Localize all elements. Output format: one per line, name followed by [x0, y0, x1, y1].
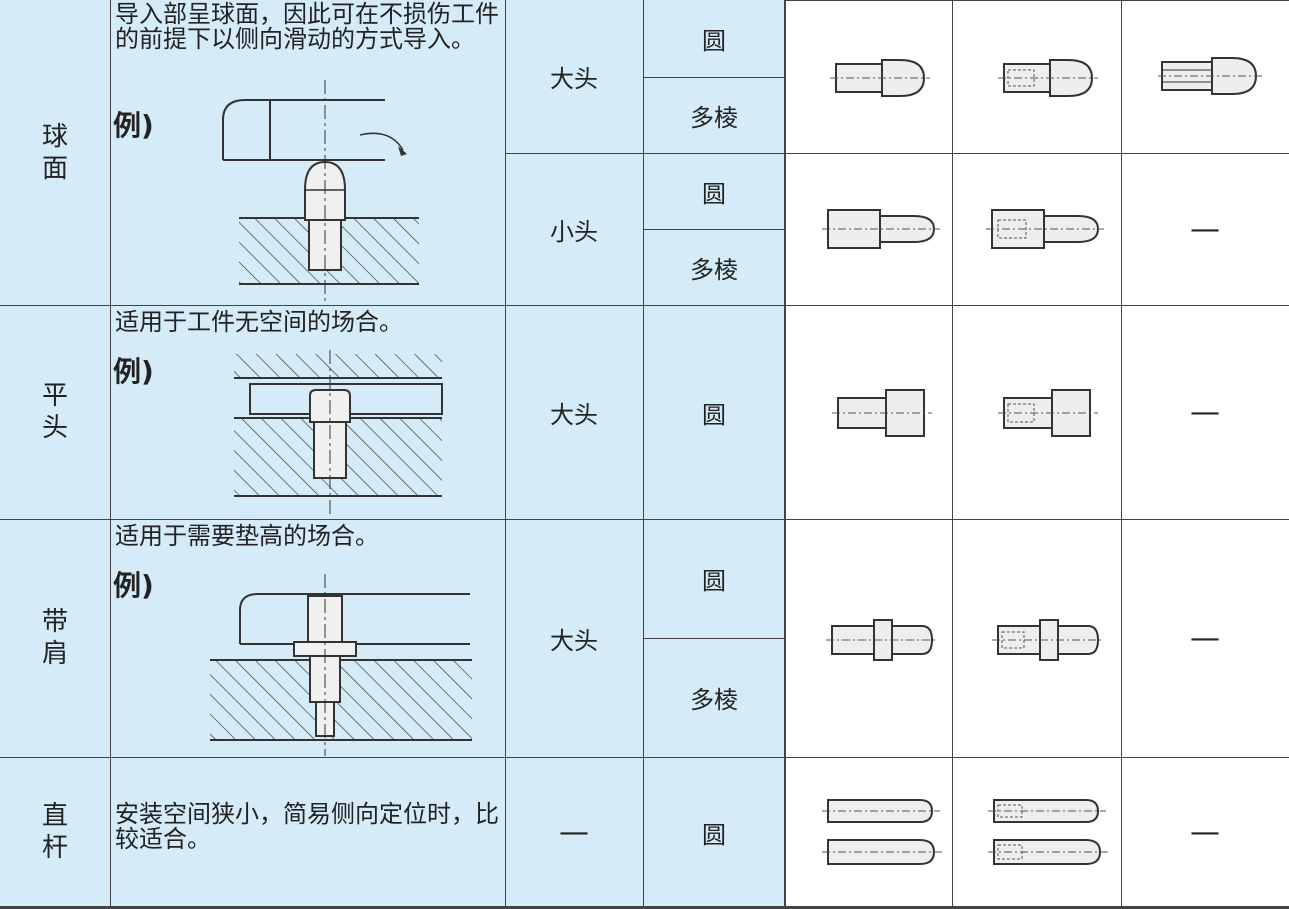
shoulder-pin-plain-icon [826, 619, 938, 661]
shape-cell-straight: 直杆 [0, 757, 110, 907]
ball-large-pin-hex-icon [1158, 57, 1264, 95]
head-size-small: 小头 [550, 217, 598, 246]
shoulder-pin-tapped-icon [992, 619, 1104, 661]
type-polygon: 多棱 [690, 686, 738, 714]
ball-small-pin-plain-icon [822, 209, 940, 249]
shoulder-example-diagram [210, 574, 472, 756]
ball-large-pin-tapped-icon [998, 59, 1098, 97]
type-round: 圆 [702, 179, 726, 208]
type-polygon: 多棱 [690, 255, 738, 284]
example-label: 例) [113, 569, 154, 602]
flat-large-pin-plain-icon [832, 389, 932, 437]
type-round: 圆 [702, 27, 726, 55]
not-available-dash: — [1190, 394, 1220, 430]
type-round: 圆 [702, 400, 726, 429]
shape-label: 直杆 [41, 801, 68, 863]
shape-cell-ball: 球面 [0, 0, 110, 305]
description-straight: 安装空间狭小，简易侧向定位时，比较适合。 [115, 800, 499, 853]
head-size-large: 大头 [550, 400, 598, 429]
straight-pin-plain-icon [822, 799, 942, 865]
description-shoulder: 适用于需要垫高的场合。 [115, 522, 379, 550]
shape-label: 球面 [41, 121, 68, 184]
not-available-dash: — [1190, 211, 1220, 247]
description-ball: 导入部呈球面，因此可在不损伤工件的前提下以侧向滑动的方式导入。 [115, 0, 499, 53]
shape-cell-flat: 平头 [0, 305, 110, 519]
straight-pin-tapped-icon [988, 799, 1108, 865]
shape-label: 带肩 [41, 607, 68, 669]
example-label: 例) [113, 355, 154, 388]
flat-head-example-diagram [234, 350, 443, 516]
flat-large-pin-tapped-icon [998, 389, 1098, 437]
ball-large-pin-plain-icon [830, 59, 930, 97]
shape-cell-shoulder: 带肩 [0, 519, 110, 757]
head-size-large: 大头 [550, 626, 598, 655]
description-flat: 适用于工件无空间的场合。 [115, 308, 403, 336]
ball-head-example-diagram [222, 80, 419, 302]
not-available-dash: — [1190, 620, 1220, 656]
type-round: 圆 [702, 820, 726, 849]
type-round: 圆 [702, 567, 726, 595]
head-size-none: — [559, 814, 589, 850]
head-size-large: 大头 [550, 65, 598, 93]
example-label: 例) [113, 109, 154, 142]
ball-small-pin-tapped-icon [986, 209, 1104, 249]
not-available-dash: — [1190, 814, 1220, 850]
shape-label: 平头 [41, 381, 68, 443]
type-polygon: 多棱 [690, 103, 738, 132]
